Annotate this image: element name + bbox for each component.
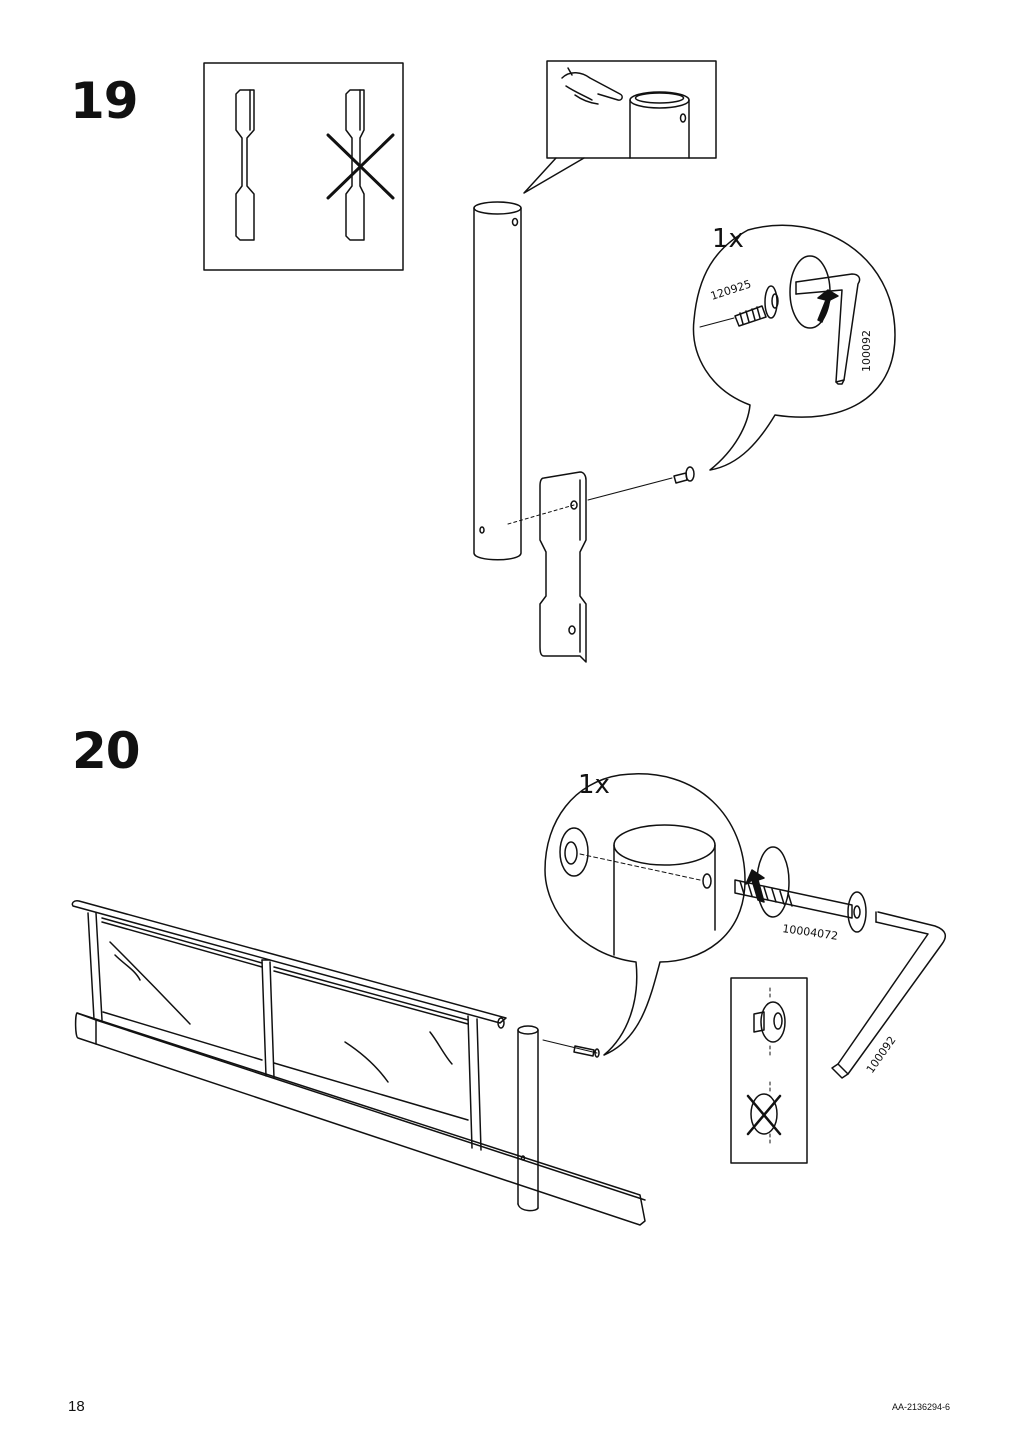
page-number: 18 [68, 1398, 85, 1415]
post-step20 [517, 1025, 539, 1212]
screw-small [673, 466, 695, 484]
hex-key-step20 [831, 911, 947, 1079]
bolt-detail-circle [544, 773, 746, 1056]
long-bolt [542, 1039, 600, 1058]
guard-rail-panel [71, 900, 646, 1226]
document-id: AA-2136294-6 [891, 1402, 950, 1412]
cam-orientation-box [730, 977, 808, 1164]
step-20-number: 20 [72, 722, 141, 780]
orientation-hint-box [203, 62, 404, 271]
step-19-number: 19 [70, 72, 139, 130]
quantity-label-step20: 1x [578, 770, 610, 800]
screw-key-detail-circle [692, 224, 896, 471]
connector-bolt [734, 846, 867, 933]
bolt-part-number: 10004072 [782, 922, 839, 943]
mounting-bracket [539, 471, 587, 663]
tube-hole-detail [523, 60, 717, 194]
screw-part-number: 120925 [709, 278, 753, 303]
quantity-label-step19: 1x [712, 224, 744, 254]
tube-post [473, 201, 522, 561]
key-part-number-step20: 100092 [864, 1034, 899, 1076]
key-part-number-step19: 100092 [860, 330, 873, 372]
